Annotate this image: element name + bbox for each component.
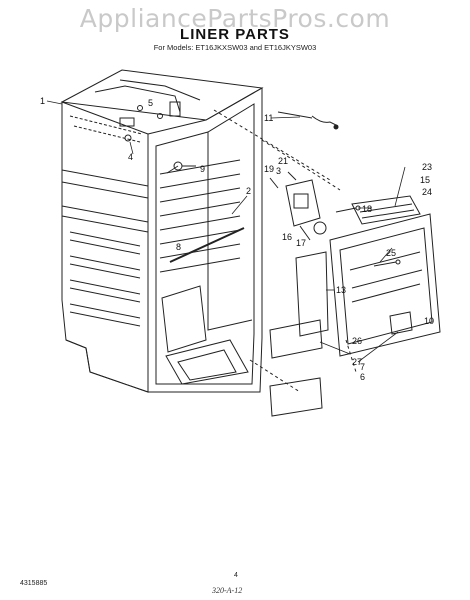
callout-24: 24 [422,187,432,197]
callout-7: 7 [360,362,365,372]
callout-1: 1 [40,96,45,106]
document-number: 4315885 [20,580,48,587]
callout-9: 9 [200,164,205,174]
callout-5: 5 [148,98,153,108]
leader-lines [46,100,406,363]
callout-18: 18 [362,204,372,214]
callout-17: 17 [296,238,306,248]
watermark-text: AppliancePartsPros.com [79,4,391,33]
callout-10: 10 [424,316,434,326]
diagram-title: LINER PARTS [180,26,290,43]
callout-26: 26 [352,336,362,346]
callout-19: 19 [264,164,274,174]
callout-8: 8 [176,242,181,252]
callout-4: 4 [128,152,133,162]
page-number: 4 [234,572,238,579]
callout-23: 23 [422,162,432,172]
callout-21: 21 [278,156,288,166]
callout-16: 16 [282,232,292,242]
callout-6: 6 [360,372,365,382]
callout-13: 13 [336,285,346,295]
diagram-subtitle: For Models: ET16JKXSW03 and ET16JKYSW03 [153,43,317,52]
callout-25: 25 [386,248,396,258]
callout-27: 27 [352,357,362,367]
cabinet-outline [60,69,264,393]
callout-15: 15 [420,175,430,185]
callout-11: 11 [264,113,273,123]
callout-2: 2 [246,186,251,196]
handwritten-code: 320-A-12 [212,586,243,595]
callout-3: 3 [276,166,281,176]
parts-assembly [213,109,441,417]
